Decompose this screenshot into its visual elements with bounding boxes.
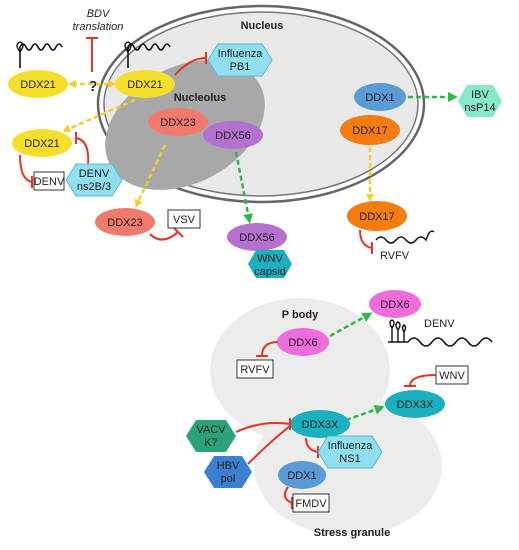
denv-ns2b3-label-1: DENV — [79, 168, 110, 180]
stress-granule-label: Stress granule — [314, 527, 390, 539]
ddx56-export-arrow — [234, 151, 253, 224]
wnv-capsid-label-1: WNV — [257, 253, 283, 265]
denv-ns2b3-inhibition — [75, 132, 90, 167]
ddx56-cytoplasm-helicase — [227, 223, 287, 251]
nucleus-label: Nucleus — [241, 20, 284, 32]
ddx6-rvfv-inhibition — [256, 341, 279, 357]
wnv-capsid-label-2: capsid — [254, 266, 286, 278]
ddx6-pbody-label: DDX6 — [288, 337, 317, 349]
nucleolus-label: Nucleolus — [174, 92, 227, 104]
ddx17-nucleus-label: DDX17 — [352, 125, 387, 137]
ibv-nsp14-label-2: nsP14 — [464, 102, 495, 114]
denv-rna-label: DENV — [424, 318, 455, 330]
bdv-translation-label-line1: BDV — [87, 8, 111, 20]
fmdv-virus-box — [292, 493, 330, 513]
ddx56-cytoplasm-label: DDX56 — [239, 232, 274, 244]
ddx3x-left-label: DDX3X — [302, 419, 339, 431]
ddx6-pbody-helicase — [277, 328, 329, 356]
ddx21-cytoplasm-helicase — [8, 70, 68, 98]
ddx17-nucleus-helicase — [340, 115, 400, 145]
rna-nucleus-hairpin-icon — [124, 41, 132, 53]
ddx3x-relocation-arrow — [345, 404, 385, 422]
ddx21-denv-inhibition — [19, 154, 33, 188]
denv-virus-box — [33, 171, 65, 191]
influenza-pb1-label-2: PB1 — [230, 61, 251, 73]
hbv-pol-label-1: HBV — [217, 460, 240, 472]
influenza-pb1-label-1: Influenza — [218, 48, 264, 60]
ddx23-cytoplasm-label: DDX23 — [107, 217, 142, 229]
hbv-pol-label-2: pol — [221, 473, 236, 485]
ibv-nsp14-label-1: IBV — [471, 89, 489, 101]
ddx56-nucleolus-label: DDX56 — [215, 130, 250, 142]
ddx56-nucleolus-helicase — [203, 121, 263, 149]
ddx21-export-arrow — [62, 98, 136, 133]
ddx1-nucleus-label: DDX1 — [365, 92, 394, 104]
ddx6-denv-label: DDX6 — [380, 299, 409, 311]
ddx21-nucleus-label: DDX21 — [127, 79, 162, 91]
denv-ns2b3-label-2: ns2B/3 — [77, 181, 111, 193]
ddx23-nucleolus-label: DDX23 — [160, 117, 195, 129]
ddx1-stress-granule-helicase — [278, 461, 326, 489]
rna-left-hairpin-icon — [16, 41, 24, 53]
ddx21-cytoplasm-label: DDX21 — [20, 79, 55, 91]
ddx1-nucleus-helicase — [354, 83, 406, 111]
fmdv-virus-label: FMDV — [295, 498, 327, 510]
rna-nucleus-icon — [127, 43, 171, 68]
bdv-translation-label-line2: translation — [73, 21, 124, 33]
ibv-nsp14-protein — [458, 85, 502, 117]
hbv-ddx3x-inhibition — [247, 425, 291, 465]
rvfv-rna-icon — [375, 230, 435, 244]
influenza-ns1-protein — [317, 435, 383, 469]
ddx17-cytoplasm-helicase — [347, 201, 407, 231]
rvfv-rna-label: RVFV — [380, 250, 410, 262]
wnv-virus-label: WNV — [439, 370, 465, 382]
influenza-ns1-label-1: Influenza — [328, 440, 374, 452]
bdv-translation-inhibition — [86, 37, 98, 72]
nucleus-outer-ring — [96, 4, 426, 204]
ddx23-nucleolus-helicase — [148, 108, 208, 136]
denv-rna-stemloops-icon — [389, 319, 407, 342]
denv-rna-icon — [388, 337, 493, 347]
ddx6-relocation-arrow — [329, 312, 373, 338]
vacv-ddx3x-inhibition — [235, 418, 291, 433]
question-mark: ? — [88, 78, 97, 95]
ddx1-stress-granule-label: DDX1 — [287, 470, 316, 482]
ddx6-denv-helicase — [369, 290, 421, 318]
denv-ns2b3-protein — [65, 163, 123, 197]
ddx23-export-arrow — [135, 144, 167, 208]
rvfv-virus-box — [236, 359, 274, 379]
influenza-pb1-protein — [207, 43, 273, 77]
ddx21-nucleus-helicase — [115, 70, 175, 98]
ddx21-cytoplasm-lower-label: DDX21 — [24, 138, 59, 150]
vacv-k7-label-2: K7 — [204, 437, 217, 449]
ddx23-vsv-inhibition — [149, 226, 184, 241]
ddx17-cytoplasm-label: DDX17 — [359, 211, 394, 223]
ddx3x-left-helicase — [290, 410, 350, 438]
p-body-label: P body — [282, 309, 319, 321]
wnv-ddx3x-inhibition — [404, 374, 437, 387]
ddx23-cytoplasm-helicase — [95, 208, 155, 236]
rna-left-icon — [19, 43, 63, 68]
ddx3x-right-helicase — [385, 390, 445, 418]
ddx21-cytoplasm-lower-helicase — [12, 129, 72, 157]
ddx1-fmdv-inhibition — [283, 486, 293, 509]
influenza-ns1-label-2: NS1 — [339, 453, 360, 465]
wnv-capsid-protein — [248, 250, 292, 278]
vacv-k7-label-1: VACV — [196, 424, 226, 436]
vsv-virus-label: VSV — [173, 214, 196, 226]
vacv-k7-protein — [186, 420, 236, 452]
ddx3x-right-label: DDX3X — [397, 399, 434, 411]
hbv-pol-protein — [204, 456, 252, 488]
rvfv-virus-label: RVFV — [240, 364, 270, 376]
denv-virus-label: DENV — [34, 176, 65, 188]
influenza-pb1-inhibition — [174, 52, 207, 76]
vsv-virus-box — [167, 209, 201, 229]
ddx17-rvfv-inhibition — [359, 229, 373, 254]
